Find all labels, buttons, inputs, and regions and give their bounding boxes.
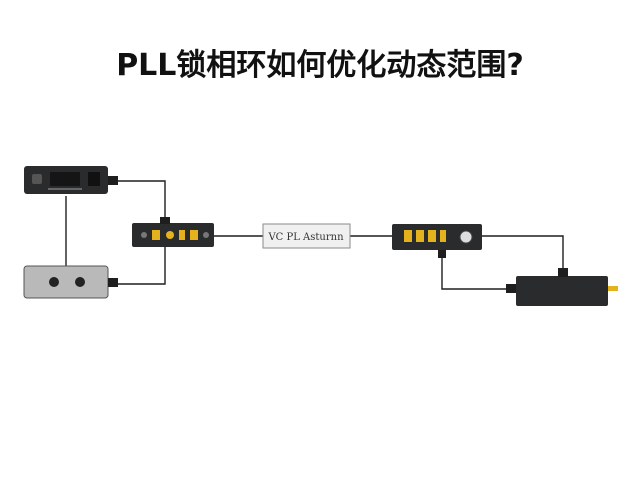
wires [65, 180, 564, 290]
port-left-icon [49, 277, 59, 287]
wire-controller-down-to-output [441, 250, 516, 290]
phase-detector-block [132, 217, 214, 247]
wire-top-device-to-mixer [108, 180, 166, 222]
controller-block [392, 224, 482, 258]
reference-device-bottom [23, 265, 118, 299]
page-title: PLL锁相环如何优化动态范围? [116, 48, 524, 83]
vco-label: VC PL Asturnn [267, 232, 344, 243]
wire-bottom-device-to-mixer [108, 247, 166, 285]
vco-module: VC PL Asturnn [262, 223, 351, 249]
wire-controller-to-output [482, 235, 564, 276]
port-right-icon [75, 277, 85, 287]
knob-icon [459, 230, 473, 244]
reference-device-top [24, 166, 118, 194]
output-device [506, 268, 618, 306]
